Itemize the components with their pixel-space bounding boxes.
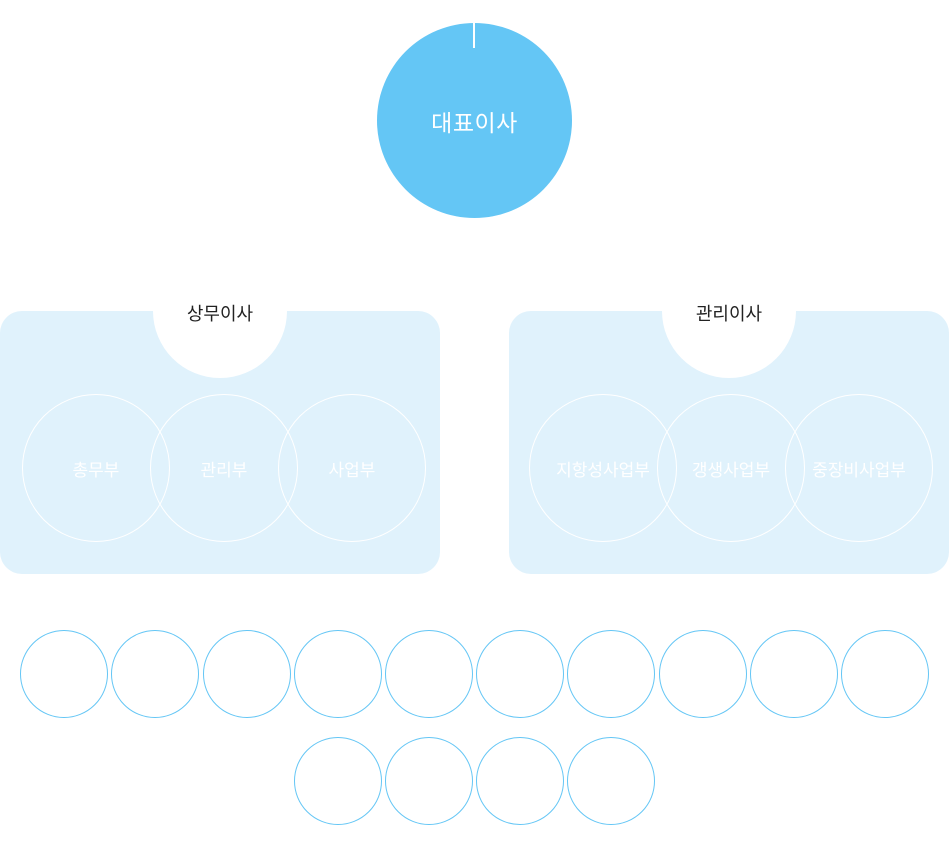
department-label: 총무부 bbox=[72, 460, 120, 481]
team-node bbox=[384, 630, 473, 718]
team-node bbox=[840, 630, 929, 718]
department-node: 총무부 bbox=[22, 394, 170, 542]
team-node bbox=[202, 630, 291, 718]
department-node: 관리부 bbox=[150, 394, 298, 542]
department-node: 사업부 bbox=[278, 394, 426, 542]
department-label: 중장비사업부 bbox=[812, 460, 906, 481]
team-node bbox=[20, 630, 109, 718]
division-title: 상무이사 bbox=[186, 304, 254, 325]
department-label: 지항성사업부 bbox=[556, 460, 650, 481]
team-node bbox=[111, 630, 200, 718]
team-node bbox=[476, 630, 565, 718]
division-panel-right: 지항성사업부 갱생사업부 중장비사업부 bbox=[509, 311, 949, 574]
team-node bbox=[658, 630, 747, 718]
department-label: 사업부 bbox=[328, 460, 376, 481]
department-node: 중장비사업부 bbox=[785, 394, 933, 542]
team-node bbox=[476, 737, 565, 825]
department-label: 갱생사업부 bbox=[691, 460, 771, 481]
ceo-label: 대표이사 bbox=[431, 110, 518, 137]
team-node bbox=[293, 737, 382, 825]
ceo-connector-line bbox=[473, 22, 475, 48]
division-title: 관리이사 bbox=[695, 304, 763, 325]
department-node: 지항성사업부 bbox=[529, 394, 677, 542]
division-panel-left: 총무부 관리부 사업부 bbox=[0, 311, 440, 574]
team-node bbox=[567, 630, 656, 718]
team-node bbox=[293, 630, 382, 718]
ceo-node: 대표이사 bbox=[377, 22, 572, 218]
team-node bbox=[384, 737, 473, 825]
department-node: 갱생사업부 bbox=[657, 394, 805, 542]
department-label: 관리부 bbox=[200, 460, 248, 481]
team-node bbox=[749, 630, 838, 718]
team-node bbox=[567, 737, 656, 825]
